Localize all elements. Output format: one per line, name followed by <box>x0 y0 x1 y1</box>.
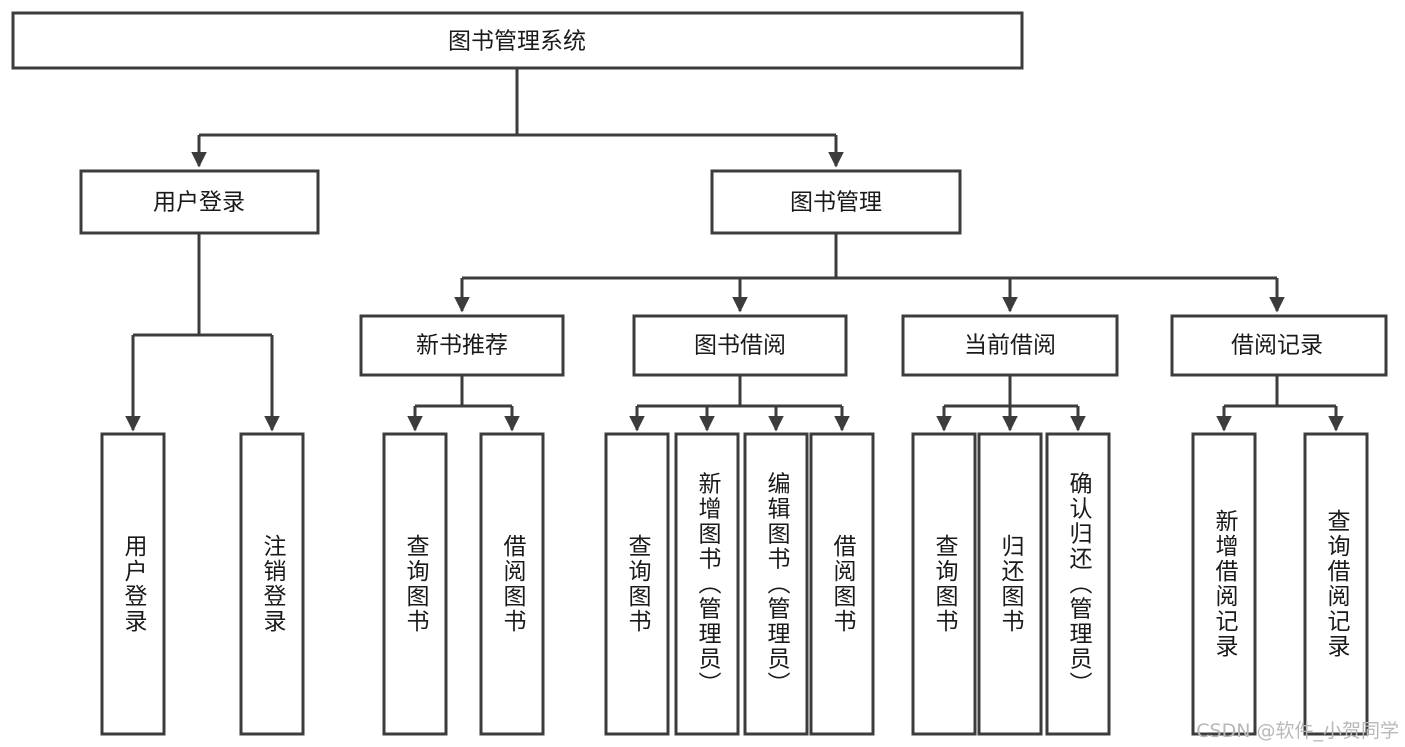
node-leaf-user-logout[interactable]: 注销登录 <box>239 432 305 736</box>
node-book-borrow[interactable]: 图书借阅 <box>632 314 848 377</box>
node-leaf-query-book-2-label: 查询图书 <box>624 534 652 634</box>
node-borrow-record[interactable]: 借阅记录 <box>1170 314 1388 377</box>
node-leaf-borrow-book-1[interactable]: 借阅图书 <box>479 432 545 736</box>
node-book-manage-label: 图书管理 <box>790 190 882 216</box>
node-leaf-query-book-3-label: 查询图书 <box>931 534 959 634</box>
node-book-borrow-label: 图书借阅 <box>694 333 786 359</box>
node-leaf-return-book[interactable]: 归还图书 <box>977 432 1043 736</box>
node-root[interactable]: 图书管理系统 <box>11 11 1024 70</box>
node-leaf-add-record[interactable]: 新增借阅记录 <box>1191 432 1257 736</box>
node-leaf-user-logout-label: 注销登录 <box>259 534 287 634</box>
node-leaf-edit-book[interactable]: 编辑图书（管理员） <box>743 432 809 736</box>
node-current-borrow-label: 当前借阅 <box>964 333 1056 359</box>
node-leaf-borrow-book-2[interactable]: 借阅图书 <box>809 432 875 736</box>
node-leaf-borrow-book-2-label: 借阅图书 <box>829 534 857 634</box>
node-leaf-query-book-1[interactable]: 查询图书 <box>382 432 448 736</box>
node-leaf-query-record[interactable]: 查询借阅记录 <box>1303 432 1369 736</box>
node-new-book-recommend[interactable]: 新书推荐 <box>359 314 565 377</box>
connector-layer <box>125 68 1344 432</box>
node-leaf-add-book-label: 新增图书（管理员） <box>694 472 722 697</box>
node-leaf-query-book-1-label: 查询图书 <box>402 534 430 634</box>
node-leaf-user-login[interactable]: 用户登录 <box>100 432 166 736</box>
node-book-manage[interactable]: 图书管理 <box>710 169 962 235</box>
node-user-login[interactable]: 用户登录 <box>79 169 320 235</box>
node-leaf-confirm-return-label: 确认归还（管理员） <box>1065 472 1093 697</box>
node-leaf-borrow-book-1-label: 借阅图书 <box>499 534 527 634</box>
node-leaf-query-book-2[interactable]: 查询图书 <box>604 432 670 736</box>
node-leaf-add-record-label: 新增借阅记录 <box>1211 509 1239 659</box>
node-leaf-add-book[interactable]: 新增图书（管理员） <box>674 432 740 736</box>
node-leaf-user-login-label: 用户登录 <box>120 534 148 634</box>
node-user-login-label: 用户登录 <box>153 190 245 216</box>
node-leaf-edit-book-label: 编辑图书（管理员） <box>763 472 791 697</box>
node-leaf-query-book-3[interactable]: 查询图书 <box>911 432 977 736</box>
node-leaf-query-record-label: 查询借阅记录 <box>1323 509 1351 659</box>
node-borrow-record-label: 借阅记录 <box>1231 333 1323 359</box>
node-leaf-confirm-return[interactable]: 确认归还（管理员） <box>1045 432 1111 736</box>
node-current-borrow[interactable]: 当前借阅 <box>901 314 1119 377</box>
node-leaf-return-book-label: 归还图书 <box>997 534 1025 634</box>
node-root-label: 图书管理系统 <box>448 29 586 55</box>
node-new-book-recommend-label: 新书推荐 <box>416 333 508 359</box>
